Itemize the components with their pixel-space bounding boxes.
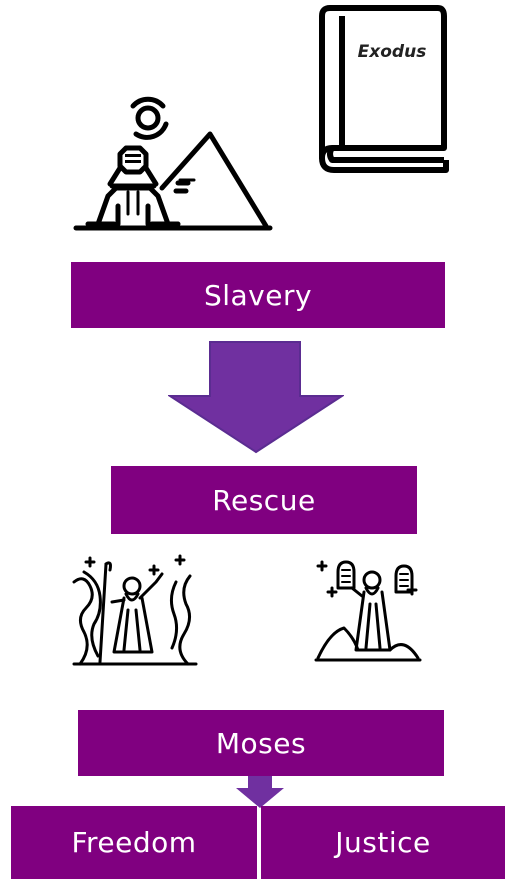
- slavery-box: Slavery: [71, 262, 445, 328]
- exodus-book-icon: Exodus: [314, 4, 450, 176]
- pyramid-sphinx-icon: [70, 88, 275, 253]
- moses-tablets-icon: [314, 552, 424, 668]
- down-arrow-icon: [168, 340, 344, 454]
- justice-box: Justice: [261, 806, 505, 879]
- freedom-box: Freedom: [11, 806, 257, 879]
- moses-parting-sea-icon: [70, 552, 200, 670]
- small-down-arrow-icon: [234, 776, 286, 810]
- book-title: Exodus: [357, 42, 427, 62]
- moses-box: Moses: [78, 710, 444, 776]
- rescue-box: Rescue: [111, 466, 417, 534]
